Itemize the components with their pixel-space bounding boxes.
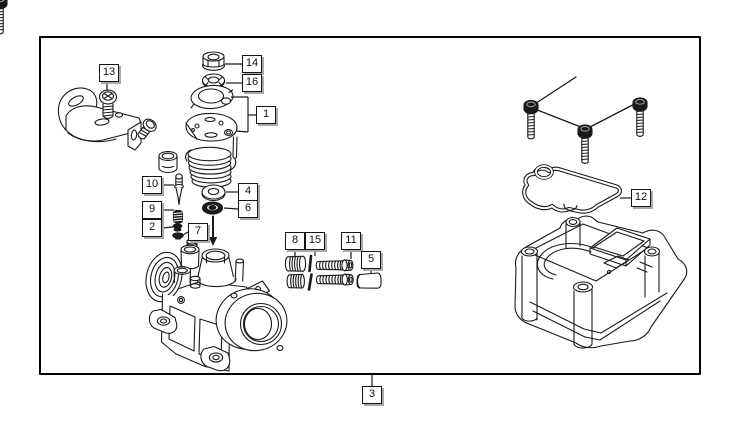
callout-5[interactable]: 5: [361, 251, 381, 269]
callout-1[interactable]: 1: [256, 106, 276, 124]
callout-label: 6: [244, 202, 252, 214]
callout-label: 1: [262, 108, 270, 120]
needle-washer-drawing: [172, 223, 183, 232]
callout-3[interactable]: 3: [362, 386, 382, 404]
plug-drawing: [356, 272, 382, 289]
callout-label: 13: [102, 66, 116, 78]
leader-line: [161, 226, 174, 229]
callout-label: 16: [245, 76, 259, 88]
callout-12[interactable]: 12: [631, 189, 651, 207]
pins-drawing: [307, 254, 313, 291]
needle-seat-drawing: [172, 232, 184, 240]
callout-label: 9: [148, 203, 156, 215]
idle-springs-drawing: [284, 255, 307, 289]
small-screw-drawing: [137, 118, 157, 140]
float-bowl-drawing: [514, 215, 688, 349]
callout-7[interactable]: 7: [188, 223, 208, 241]
callout-16[interactable]: 16: [242, 74, 262, 92]
callout-13[interactable]: 13: [99, 64, 119, 82]
main-washer-drawing: [201, 184, 226, 201]
leader-line: [223, 207, 239, 210]
bowl-screws-drawing: [0, 0, 648, 164]
callout-6[interactable]: 6: [238, 200, 258, 218]
callout-14[interactable]: 14: [242, 55, 262, 73]
callout-label: 2: [148, 221, 156, 233]
bowl-gasket-drawing: [522, 164, 623, 214]
seal-ring-drawing: [201, 201, 224, 215]
callout-label: 14: [245, 57, 259, 69]
callout-label: 10: [145, 178, 159, 190]
carburetor-body-drawing: [145, 238, 288, 372]
flange-nut-drawing: [201, 51, 226, 71]
callout-10[interactable]: 10: [142, 176, 162, 194]
callout-9[interactable]: 9: [142, 201, 162, 219]
mounting-bracket-drawing: [57, 87, 142, 151]
callout-2[interactable]: 2: [142, 219, 162, 237]
callout-8[interactable]: 8: [285, 232, 305, 250]
callout-label: 4: [244, 185, 252, 197]
callout-15[interactable]: 15: [305, 232, 325, 250]
callout-label: 11: [345, 234, 357, 246]
diagram-border: [39, 36, 701, 375]
callout-label: 3: [368, 388, 376, 400]
needle-spring-drawing: [172, 209, 184, 224]
cable-adjuster-drawing: [158, 150, 178, 174]
callout-4[interactable]: 4: [238, 183, 258, 201]
lock-washer-drawing: [201, 73, 226, 89]
callout-label: 5: [367, 253, 375, 265]
bracket-screw-drawing: [98, 89, 118, 120]
leader-line: [182, 231, 189, 236]
callout-label: 8: [291, 234, 299, 246]
callout-label: 15: [308, 234, 322, 246]
callout-label: 7: [194, 225, 202, 237]
return-spring-drawing: [185, 146, 237, 188]
adjust-screw-drawing: [315, 259, 354, 272]
leader-line: [235, 130, 249, 133]
assembly-arrow: [208, 215, 218, 246]
callout-11[interactable]: 11: [341, 232, 361, 250]
jet-needle-drawing: [174, 173, 184, 206]
throttle-cover-plates-drawing: [185, 84, 238, 159]
callout-label: 12: [634, 191, 648, 203]
